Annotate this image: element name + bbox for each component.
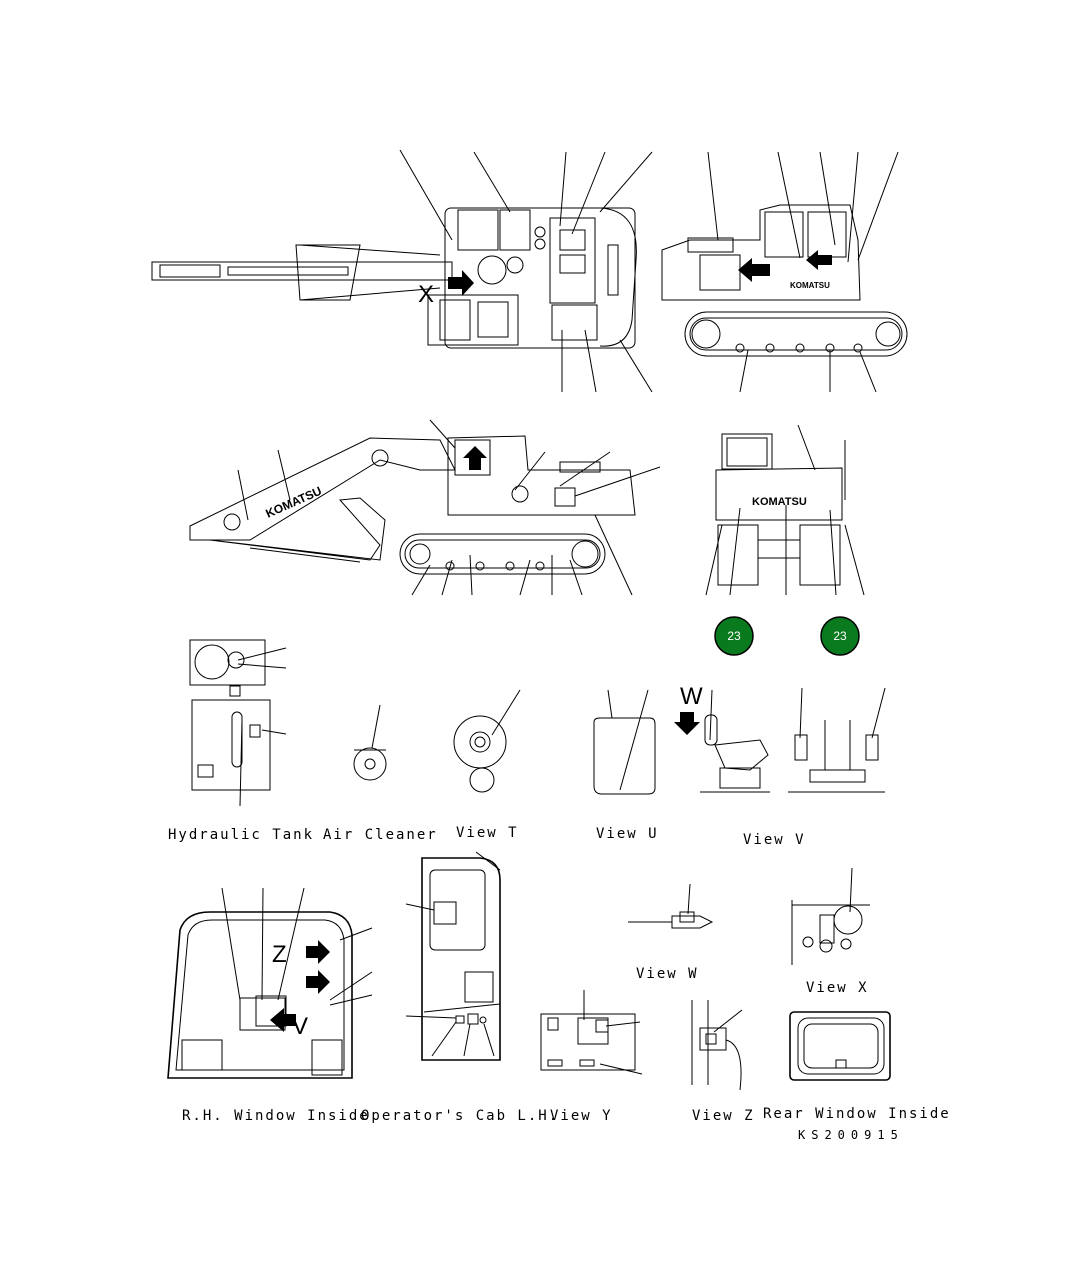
caption-rear-window-inside: Rear Window Inside xyxy=(763,1106,951,1122)
rear-window-inside-detail: Rear Window Inside xyxy=(763,1011,951,1122)
view-x-detail: View X xyxy=(791,867,870,996)
caption-hydraulic-tank: Hydraulic Tank xyxy=(168,827,314,843)
view-letter-w: W xyxy=(680,683,703,710)
view-letter-z: Z xyxy=(272,941,287,968)
marker-label-right: 23 xyxy=(833,629,847,643)
caption-rh-window-inside: R.H. Window Inside xyxy=(182,1108,370,1124)
view-v-detail: W View V xyxy=(674,683,886,848)
rh-window-inside-detail: Z V R.H. Window Inside xyxy=(167,887,373,1124)
callout-marker-right: 23 xyxy=(820,616,860,656)
rear-view: KOMATSU xyxy=(705,424,865,596)
view-u-detail: View U xyxy=(593,689,659,842)
operators-cab-lh-detail: Operator's Cab L.H. xyxy=(361,851,559,1124)
hydraulic-tank-detail: Hydraulic Tank xyxy=(168,639,314,843)
caption-view-w: View W xyxy=(636,966,699,982)
caption-view-v: View V xyxy=(743,832,806,848)
marker-label-left: 23 xyxy=(727,629,741,643)
view-t-detail: View T xyxy=(453,689,521,841)
caption-view-y: View Y xyxy=(550,1108,613,1124)
drawing-code: KS200915 xyxy=(798,1128,904,1142)
caption-operators-cab-lh: Operator's Cab L.H. xyxy=(361,1108,559,1124)
callout-marker-left: 23 xyxy=(714,616,754,656)
caption-view-u: View U xyxy=(596,826,659,842)
view-letter-x: X xyxy=(418,281,434,308)
caption-view-t: View T xyxy=(456,825,519,841)
brand-small-right: KOMATSU xyxy=(790,281,830,290)
brand-boom: KOMATSU xyxy=(264,484,324,521)
view-letter-v: V xyxy=(292,1013,308,1040)
view-y-detail: View Y xyxy=(540,990,643,1124)
top-view-machine: X xyxy=(151,149,653,393)
caption-air-cleaner: Air Cleaner xyxy=(323,827,438,843)
caption-view-z: View Z xyxy=(692,1108,755,1124)
view-w-detail: View W xyxy=(628,883,714,982)
caption-view-x: View X xyxy=(806,980,869,996)
side-view-left: KOMATSU xyxy=(189,419,661,596)
view-z-detail: View Z xyxy=(691,1000,755,1124)
brand-rear: KOMATSU xyxy=(752,496,807,508)
side-view-right: KOMATSU xyxy=(661,151,908,393)
air-cleaner-detail: Air Cleaner xyxy=(323,704,438,843)
